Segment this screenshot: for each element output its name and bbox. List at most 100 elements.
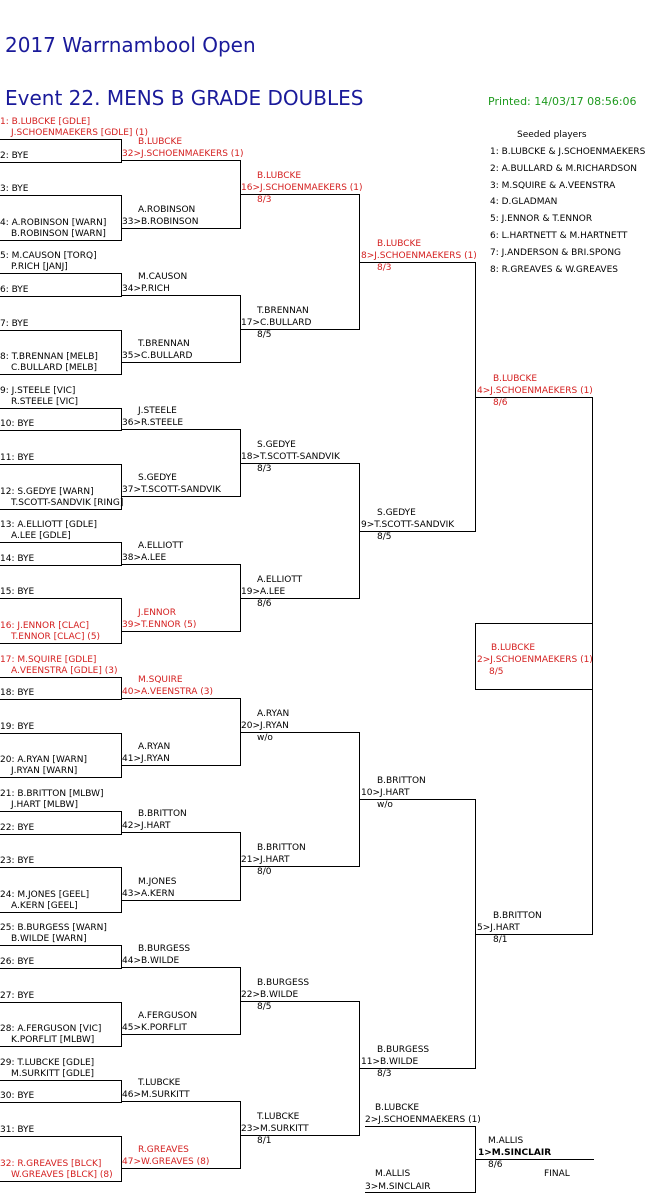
tournament-title: 2017 Warrnambool Open [5, 33, 256, 57]
semifinal-score: 8/5 [489, 667, 504, 677]
result-partner: 18>T.SCOTT-SANDVIK [241, 452, 340, 462]
result-score: 8/5 [377, 532, 392, 542]
draw-entry: 21: B.BRITTON [MLBW] [0, 789, 104, 799]
bracket-line [121, 542, 122, 566]
result-player: A.ELLIOTT [257, 575, 303, 585]
bracket-line [121, 228, 240, 229]
result-player: B.BURGESS [377, 1045, 430, 1055]
draw-entry: 9: J.STEELE [VIC] [0, 385, 76, 396]
bracket-line [0, 296, 121, 297]
result-partner: 16>J.SCHOENMAEKERS (1) [241, 183, 363, 193]
printed-timestamp: Printed: 14/03/17 08:56:06 [488, 95, 637, 108]
bracket-line [121, 1136, 122, 1182]
final-label: FINAL [544, 1169, 570, 1179]
draw-partner: P.RICH [JANJ] [11, 262, 68, 273]
seeded-player: 6: L.HARTNETT & M.HARTNETT [490, 231, 628, 241]
round2-partner: 40>A.VEENSTRA (3) [122, 687, 213, 697]
draw-entry: 32: R.GREAVES [BLCK] [0, 1158, 102, 1169]
round2-player: B.BRITTON [138, 809, 187, 819]
final-opponent-partner: 3>M.SINCLAIR [365, 1182, 431, 1192]
draw-entry: 10: BYE [0, 419, 35, 430]
draw-entry: 28: A.FERGUSON [VIC] [0, 1024, 102, 1035]
bracket-line [0, 811, 121, 812]
bracket-line [592, 397, 593, 935]
seeded-player: 8: R.GREAVES & W.GREAVES [490, 264, 618, 275]
bracket-line [0, 407, 121, 409]
bracket-line [121, 811, 122, 835]
round2-partner: 47>W.GREAVES (8) [122, 1157, 210, 1167]
bracket-line [0, 195, 121, 197]
draw-entry: 19: BYE [0, 721, 35, 732]
draw-partner: J.HART [MLBW] [11, 800, 78, 810]
bracket-line [0, 464, 121, 465]
bracket-line [0, 867, 121, 869]
round2-player: A.ROBINSON [138, 205, 196, 215]
bracket-line [121, 160, 240, 161]
round2-player: T.LUBCKE [138, 1078, 181, 1088]
round2-player: J.STEELE [138, 406, 177, 416]
result-score: 8/5 [257, 330, 272, 340]
semifinal-player: B.LUBCKE [491, 643, 536, 653]
result-partner: 9>T.SCOTT-SANDVIK [361, 520, 455, 530]
draw-entry: 1: B.LUBCKE [GDLE] [0, 117, 91, 127]
result-partner: 22>B.WILDE [241, 990, 299, 1000]
round2-partner: 46>M.SURKITT [122, 1090, 190, 1100]
round2-player: A.ELLIOTT [138, 541, 184, 551]
result-player: B.BRITTON [257, 843, 306, 853]
result-player: S.GEDYE [377, 508, 416, 518]
round2-partner: 41>J.RYAN [122, 754, 170, 764]
round2-player: S.GEDYE [138, 473, 177, 483]
round2-player: M.SQUIRE [138, 675, 183, 685]
draw-partner: A.KERN [GEEL] [11, 900, 78, 911]
round2-partner: 43>A.KERN [122, 889, 175, 899]
bracket-line [359, 799, 475, 800]
draw-entry: 17: M.SQUIRE [GDLE] [0, 654, 97, 665]
bracket-line [121, 273, 122, 297]
bracket-line [240, 194, 359, 195]
seeded-player: 3: M.SQUIRE & A.VEENSTRA [490, 180, 616, 191]
result-score: 8/3 [377, 1069, 392, 1079]
bracket-line [0, 911, 121, 913]
draw-entry: 7: BYE [0, 318, 29, 329]
result-partner: 10>J.HART [361, 788, 410, 798]
champion-partner: 1>M.SINCLAIR [478, 1148, 552, 1158]
bracket-line [475, 1159, 594, 1160]
bracket-line [121, 195, 122, 241]
result-score: w/o [377, 800, 393, 810]
champion-score: 8/6 [488, 1160, 503, 1170]
bracket-line [0, 699, 121, 701]
draw-entry: 23: BYE [0, 856, 35, 867]
round2-player: M.JONES [138, 877, 177, 887]
draw-entry: 18: BYE [0, 688, 35, 699]
bracket-line [359, 262, 475, 263]
draw-partner: B.WILDE [WARN] [11, 934, 87, 945]
round2-player: R.GREAVES [138, 1145, 189, 1155]
bracket-line [121, 598, 122, 644]
draw-partner: M.SURKITT [GDLE] [11, 1068, 95, 1079]
draw-entry: 20: A.RYAN [WARN] [0, 755, 88, 766]
draw-partner: R.STEELE [VIC] [11, 396, 79, 407]
bracket-line [121, 765, 240, 766]
result-player: B.BRITTON [493, 911, 542, 921]
bracket-line [121, 867, 122, 913]
bracket-line [475, 689, 592, 690]
bracket-line [0, 374, 121, 376]
bracket-line [121, 1034, 240, 1035]
bracket-line [365, 1192, 475, 1193]
bracket-line [0, 643, 121, 644]
result-score: 8/3 [257, 464, 272, 474]
draw-entry: 24: M.JONES [GEEL] [0, 889, 90, 900]
bracket-line [121, 362, 240, 363]
round2-partner: 38>A.LEE [122, 553, 167, 563]
bracket-line [121, 496, 240, 497]
bracket-line [240, 598, 359, 599]
bracket-line [0, 1136, 121, 1137]
bracket-line [121, 1079, 122, 1104]
draw-partner: J.RYAN [WARN] [11, 766, 78, 777]
draw-entry: 30: BYE [0, 1091, 35, 1102]
draw-entry: 14: BYE [0, 553, 35, 564]
bracket-line [121, 832, 240, 833]
result-player: B.LUBCKE [377, 239, 422, 249]
bracket-line [0, 239, 121, 241]
event-title: Event 22. MENS B GRADE DOUBLES [5, 86, 364, 110]
